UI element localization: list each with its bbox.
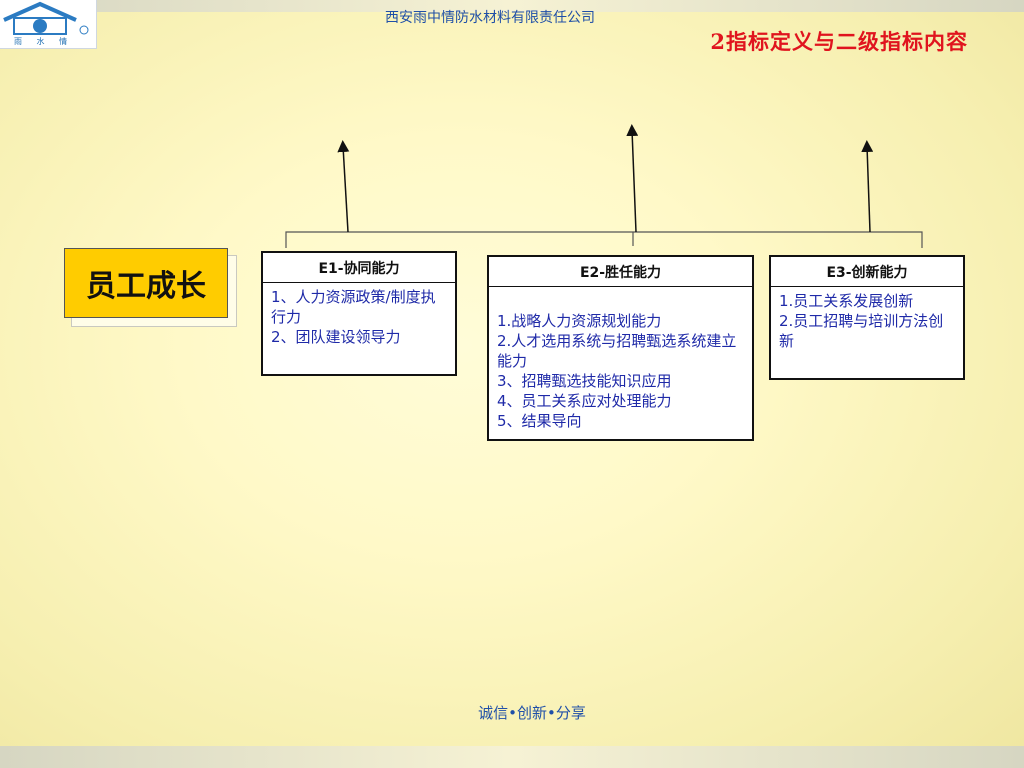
arrow-e3 (861, 140, 874, 233)
card-e2-line-5: 5、结果导向 (497, 412, 582, 430)
card-e1: E1-协同能力 1、人力资源政策/制度执行力 2、团队建设领导力 (261, 251, 457, 376)
card-e3-body: 1.员工关系发展创新 2.员工招聘与培训方法创新 (771, 287, 963, 355)
card-e1-title: E1-协同能力 (263, 253, 455, 283)
house-logo-icon (3, 1, 89, 35)
card-e1-line-2: 2、团队建设领导力 (271, 328, 401, 346)
card-e3: E3-创新能力 1.员工关系发展创新 2.员工招聘与培训方法创新 (769, 255, 965, 380)
top-bar (0, 0, 1024, 12)
slide-title: 2指标定义与二级指标内容 (710, 29, 968, 54)
bottom-bar (0, 746, 1024, 768)
card-e1-line-1: 1、人力资源政策/制度执行力 (271, 288, 436, 326)
card-e2-line-1: 1.战略人力资源规划能力 (497, 312, 662, 330)
card-e1-body: 1、人力资源政策/制度执行力 2、团队建设领导力 (263, 283, 455, 351)
logo-text: 雨 水 情 (14, 37, 74, 46)
card-e2-line-4: 4、员工关系应对处理能力 (497, 392, 672, 410)
arrow-e1 (337, 140, 350, 233)
arrow-e2 (626, 124, 639, 233)
card-e2: E2-胜任能力 1.战略人力资源规划能力 2.人才选用系统与招聘甄选系统建立能力… (487, 255, 754, 441)
card-e2-body: 1.战略人力资源规划能力 2.人才选用系统与招聘甄选系统建立能力 3、招聘甄选技… (489, 287, 752, 435)
card-e3-line-2: 2.员工招聘与培训方法创新 (779, 312, 944, 350)
bracket-line (285, 231, 923, 248)
card-e3-title: E3-创新能力 (771, 257, 963, 287)
company-name: 西安雨中情防水材料有限责任公司 (385, 10, 595, 26)
company-logo: 雨 水 情 (0, 0, 97, 49)
card-e2-line-3: 3、招聘甄选技能知识应用 (497, 372, 672, 390)
main-node: 员工成长 (64, 248, 228, 318)
card-e2-line-2: 2.人才选用系统与招聘甄选系统建立能力 (497, 332, 737, 370)
card-e3-line-1: 1.员工关系发展创新 (779, 292, 914, 310)
card-e2-title: E2-胜任能力 (489, 257, 752, 287)
footer-motto: 诚信•创新•分享 (478, 704, 586, 722)
